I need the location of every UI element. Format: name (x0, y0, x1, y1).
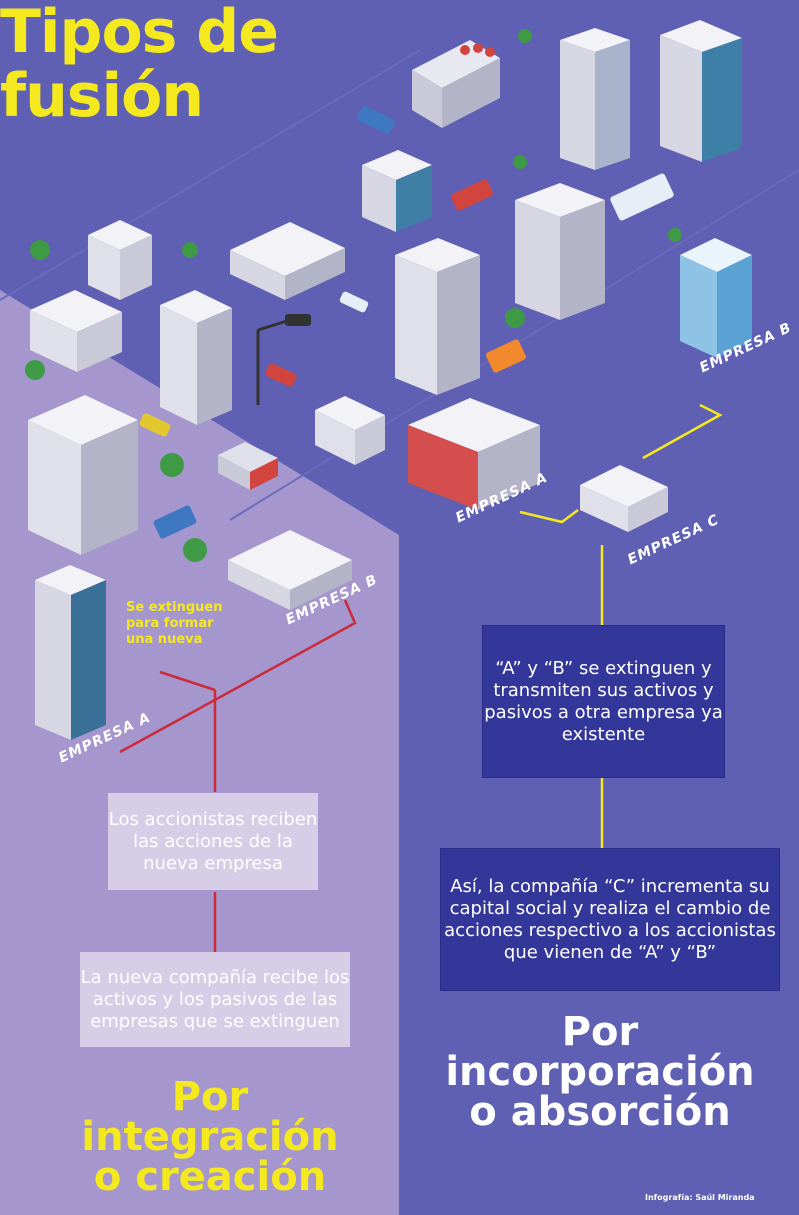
left-connector-lines (119, 599, 357, 952)
right-connector-lines (519, 403, 723, 848)
heading-incorporacion-line-2: incorporación (445, 1049, 755, 1095)
right-box-capital-text: Así, la compañía “C” incrementa su capit… (444, 875, 776, 963)
page-title: Tipos de fusión (0, 0, 799, 128)
left-box-shareholders-text: Los accionistas reciben las acciones de … (108, 808, 318, 874)
arched-building (88, 220, 152, 300)
heading-integracion-line-3: o creación (93, 1154, 327, 1200)
heading-integracion: Por integración o creación (40, 1077, 380, 1197)
small-building-mid (315, 396, 385, 465)
right-box-extinction: “A” y “B” se extinguen y transmiten sus … (482, 625, 725, 778)
apartment-tower (395, 238, 480, 395)
mid-office-left (160, 290, 232, 425)
traffic-light (256, 314, 311, 405)
extinction-note: Se extinguen para formar una nueva (126, 600, 223, 647)
heading-integracion-line-2: integración (81, 1114, 339, 1160)
small-office (362, 150, 432, 232)
heading-incorporacion: Por incorporación o absorción (420, 1012, 780, 1132)
right-box-extinction-text: “A” y “B” se extinguen y transmiten sus … (484, 657, 723, 745)
title-line-1: Tipos de (0, 0, 279, 67)
heading-incorporacion-line-3: o absorción (469, 1089, 731, 1135)
heading-integracion-line-1: Por (171, 1074, 249, 1120)
office-tower (560, 28, 630, 170)
big-office-left (28, 395, 138, 555)
empresa-b-right-building (680, 238, 752, 358)
glass-tower (660, 20, 742, 162)
empresa-a-left-tower (35, 565, 106, 740)
factory-building (412, 40, 500, 128)
right-box-capital: Así, la compañía “C” incrementa su capit… (440, 848, 780, 991)
empresa-a-right-building (408, 398, 540, 510)
heading-incorporacion-line-1: Por (561, 1009, 639, 1055)
credit-text: Infografía: Saúl Miranda (645, 1193, 755, 1202)
title-line-2: fusión (0, 61, 204, 131)
shop-building (218, 442, 278, 490)
trees (25, 29, 682, 562)
highrise-right (515, 183, 605, 320)
empresa-c-factory (580, 465, 668, 532)
empresa-b-left-building (228, 530, 352, 610)
left-box-shareholders: Los accionistas reciben las acciones de … (108, 793, 318, 890)
vehicles (139, 106, 674, 539)
left-box-new-company: La nueva compañía recibe los activos y l… (80, 952, 350, 1047)
left-box-new-company-text: La nueva compañía recibe los activos y l… (80, 966, 350, 1032)
long-office (230, 222, 345, 300)
factory-left (30, 290, 122, 372)
